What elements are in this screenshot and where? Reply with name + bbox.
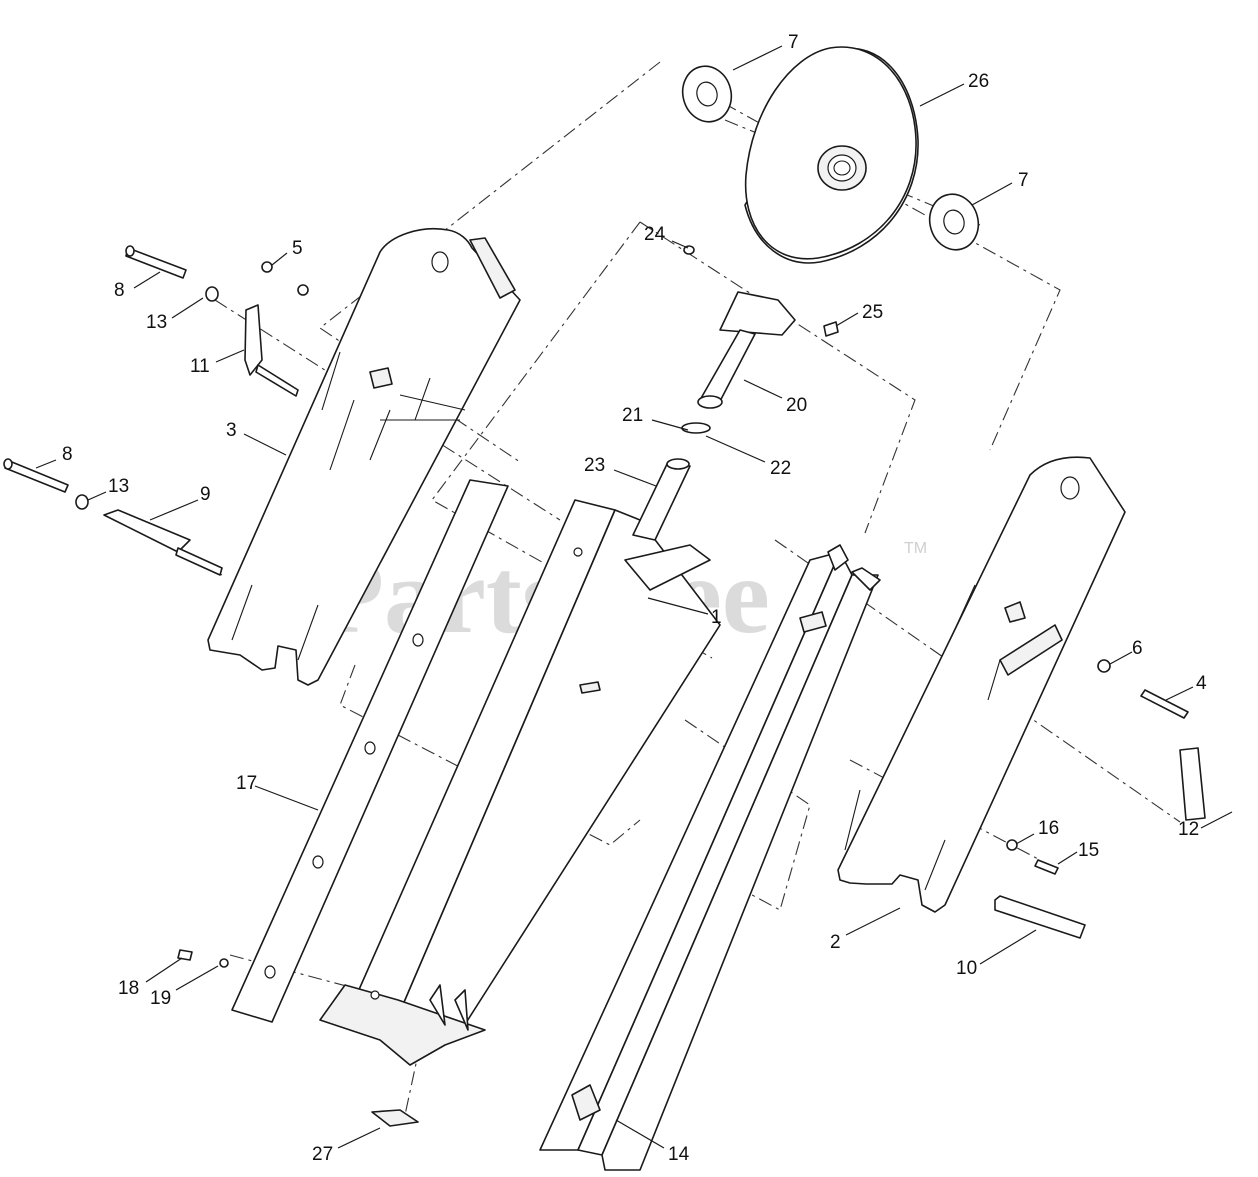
callout-10: 10 <box>956 958 977 979</box>
right-side-plate <box>837 456 1126 913</box>
callout-23: 23 <box>584 455 605 476</box>
callout-3: 3 <box>226 420 237 441</box>
callout-18: 18 <box>118 978 139 999</box>
long-bar <box>231 479 509 1023</box>
callout-24: 24 <box>644 224 666 245</box>
rail-assembly <box>539 544 881 1171</box>
callout-25: 25 <box>862 302 883 323</box>
callout-21: 21 <box>622 405 643 426</box>
pivot-tube <box>632 245 839 541</box>
pulley-wheel <box>744 46 919 264</box>
hardware-mid-left <box>3 458 223 576</box>
callout-20: 20 <box>786 395 807 416</box>
washer-spacer-top <box>681 65 733 123</box>
callout-22: 22 <box>770 458 791 479</box>
callout-19: 19 <box>150 988 171 1009</box>
callout-9: 9 <box>200 484 211 505</box>
callout-4: 4 <box>1196 673 1207 694</box>
watermark-trademark: TM <box>904 540 927 557</box>
callout-1: 1 <box>711 607 722 628</box>
callout-labels: 7 26 7 24 25 20 21 22 23 5 8 13 11 3 8 1… <box>62 32 1207 1165</box>
hardware-right <box>994 659 1206 939</box>
frame-channel <box>319 499 721 1066</box>
callout-26: 26 <box>968 71 989 92</box>
callout-2: 2 <box>830 932 841 953</box>
callout-27: 27 <box>312 1144 333 1165</box>
callout-16: 16 <box>1038 818 1059 839</box>
callout-11: 11 <box>190 356 210 377</box>
callout-8-top: 8 <box>114 280 125 301</box>
callout-13-mid: 13 <box>108 476 129 497</box>
left-side-plate <box>207 228 521 686</box>
callout-8-mid: 8 <box>62 444 73 465</box>
washer-spacer-right <box>928 193 980 251</box>
callout-12: 12 <box>1178 819 1199 840</box>
callout-17: 17 <box>236 773 257 794</box>
callout-7-top: 7 <box>788 32 799 53</box>
callout-7-right: 7 <box>1018 170 1029 191</box>
callout-15: 15 <box>1078 840 1099 861</box>
callout-6: 6 <box>1132 638 1143 659</box>
callout-5: 5 <box>292 238 303 259</box>
hardware-bottom-left <box>177 949 419 1127</box>
callout-13-top: 13 <box>146 312 167 333</box>
leader-lines <box>35 45 1233 1149</box>
hardware-top-left <box>125 245 309 397</box>
callout-14: 14 <box>668 1144 690 1165</box>
